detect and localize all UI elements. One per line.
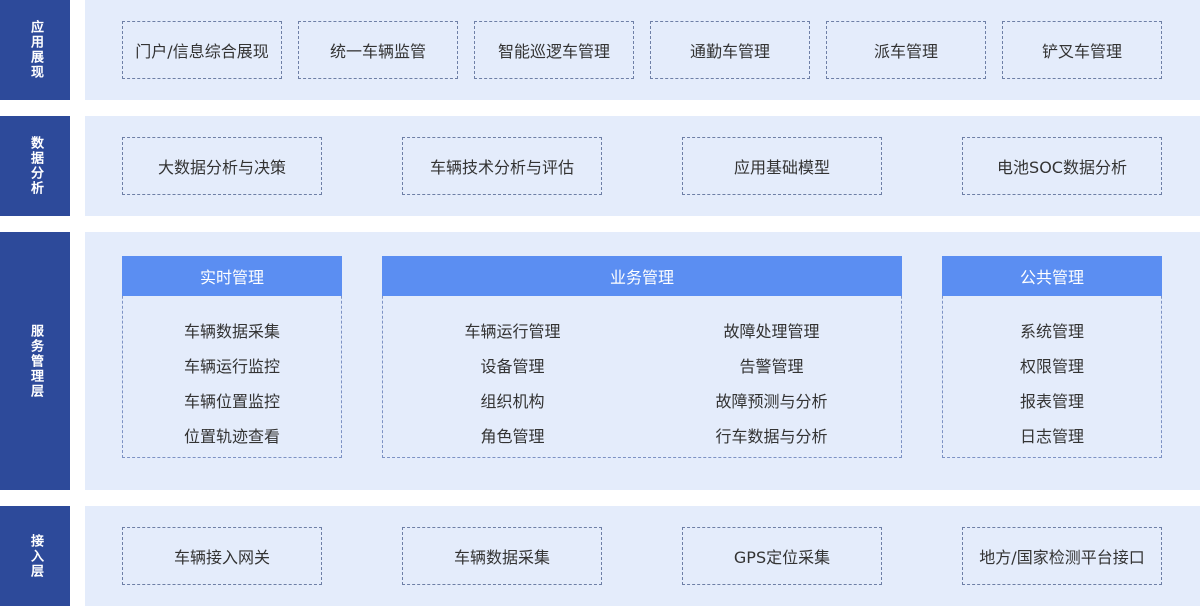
layer-panel-app: 门户/信息综合展现 统一车辆监管 智能巡逻车管理 通勤车管理 派车管理 铲叉车管… (85, 0, 1200, 100)
realtime-item: 车辆数据采集 (123, 312, 341, 347)
business-item: 角色管理 (383, 417, 642, 452)
layer-label-access: 接入层 (0, 506, 70, 606)
analysis-box-bigdata: 大数据分析与决策 (122, 137, 322, 195)
group-business-title: 业务管理 (382, 256, 902, 296)
business-item: 组织机构 (383, 382, 642, 417)
layer-analysis: 数据分析 大数据分析与决策 车辆技术分析与评估 应用基础模型 电池SOC数据分析 (0, 116, 1200, 216)
public-item: 报表管理 (943, 382, 1161, 417)
group-realtime-title: 实时管理 (122, 256, 342, 296)
realtime-item: 车辆运行监控 (123, 347, 341, 382)
layer-panel-analysis: 大数据分析与决策 车辆技术分析与评估 应用基础模型 电池SOC数据分析 (85, 116, 1200, 216)
layer-label-analysis: 数据分析 (0, 116, 70, 216)
app-box-patrol-car: 智能巡逻车管理 (474, 21, 634, 79)
analysis-box-battery-soc: 电池SOC数据分析 (962, 137, 1162, 195)
access-box-data-collect: 车辆数据采集 (402, 527, 602, 585)
group-realtime: 实时管理 车辆数据采集 车辆运行监控 车辆位置监控 位置轨迹查看 (122, 256, 342, 458)
layer-panel-access: 车辆接入网关 车辆数据采集 GPS定位采集 地方/国家检测平台接口 (85, 506, 1200, 606)
business-item: 告警管理 (642, 347, 901, 382)
business-item: 故障处理管理 (642, 312, 901, 347)
layer-app: 应用展现 门户/信息综合展现 统一车辆监管 智能巡逻车管理 通勤车管理 派车管理… (0, 0, 1200, 100)
layer-label-app: 应用展现 (0, 0, 70, 100)
public-item: 权限管理 (943, 347, 1161, 382)
group-public-title: 公共管理 (942, 256, 1162, 296)
layer-access: 接入层 车辆接入网关 车辆数据采集 GPS定位采集 地方/国家检测平台接口 (0, 506, 1200, 606)
business-item: 行车数据与分析 (642, 417, 901, 452)
analysis-box-base-model: 应用基础模型 (682, 137, 882, 195)
layer-panel-service: 实时管理 车辆数据采集 车辆运行监控 车辆位置监控 位置轨迹查看 业务管理 车辆… (85, 232, 1200, 490)
group-public: 公共管理 系统管理 权限管理 报表管理 日志管理 (942, 256, 1162, 458)
access-box-platform-api: 地方/国家检测平台接口 (962, 527, 1162, 585)
business-item: 故障预测与分析 (642, 382, 901, 417)
app-box-vehicle-supervision: 统一车辆监管 (298, 21, 458, 79)
app-box-forklift: 铲叉车管理 (1002, 21, 1162, 79)
public-item: 系统管理 (943, 312, 1161, 347)
app-box-dispatch: 派车管理 (826, 21, 986, 79)
group-business: 业务管理 车辆运行管理 故障处理管理 设备管理 告警管理 组织机构 故障预测与分… (382, 256, 902, 458)
business-item: 车辆运行管理 (383, 312, 642, 347)
business-item: 设备管理 (383, 347, 642, 382)
realtime-item: 车辆位置监控 (123, 382, 341, 417)
analysis-box-tech-eval: 车辆技术分析与评估 (402, 137, 602, 195)
access-box-gps: GPS定位采集 (682, 527, 882, 585)
app-box-portal: 门户/信息综合展现 (122, 21, 282, 79)
realtime-item: 位置轨迹查看 (123, 417, 341, 452)
layer-service: 服务管理层 实时管理 车辆数据采集 车辆运行监控 车辆位置监控 位置轨迹查看 业… (0, 232, 1200, 490)
public-item: 日志管理 (943, 417, 1161, 452)
app-box-commuter-car: 通勤车管理 (650, 21, 810, 79)
access-box-gateway: 车辆接入网关 (122, 527, 322, 585)
layer-label-service: 服务管理层 (0, 232, 70, 490)
